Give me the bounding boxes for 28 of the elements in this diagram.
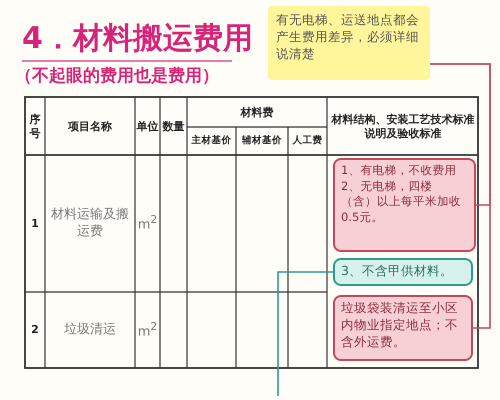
- note-text: 2、无电梯，四楼（含）以上每平米加收0.5元。: [341, 178, 462, 226]
- header-cell: 辅材基价: [242, 135, 282, 147]
- unit-cell: m$^{2}$: [138, 213, 158, 234]
- note-text: 3、不含甲供材料。: [341, 263, 454, 280]
- note-text: 1、有电梯，不收费用: [341, 163, 458, 179]
- header-cell: 材料费: [240, 106, 274, 120]
- title: 4．材料搬运费用: [22, 20, 253, 58]
- item-name: 材料运输及搬运费: [50, 207, 130, 240]
- note-text: 垃圾袋装清运至小区内物业指定地点；不含外运费。: [341, 300, 459, 351]
- header-cell-text: 序号: [28, 113, 42, 141]
- header-cell: 单位: [136, 120, 158, 134]
- unit-cell: m$^{2}$: [138, 320, 158, 340]
- header-cell-text: 材料结构、安装工艺技术标准说明及验收标准: [330, 113, 476, 141]
- header-cell: 主材基价: [192, 135, 232, 147]
- note-box: [333, 158, 476, 252]
- note-box: [333, 295, 473, 361]
- header-cell: 数量: [162, 120, 184, 134]
- subtitle: （不起眼的费用也是费用）: [15, 66, 219, 88]
- header-cell: 项目名称: [68, 120, 112, 134]
- leader-line: [430, 63, 491, 329]
- note-text: 有无电梯、运送地点都会产生费用差异，必须详细说清楚: [276, 12, 420, 63]
- row-number: 1: [31, 216, 39, 230]
- sticky-note: [268, 6, 430, 80]
- header-cell: 人工费: [292, 135, 322, 147]
- note-box: [333, 258, 473, 286]
- row-number: 2: [31, 323, 39, 337]
- leader-line: [277, 271, 333, 396]
- item-name: 垃圾清运: [64, 322, 116, 338]
